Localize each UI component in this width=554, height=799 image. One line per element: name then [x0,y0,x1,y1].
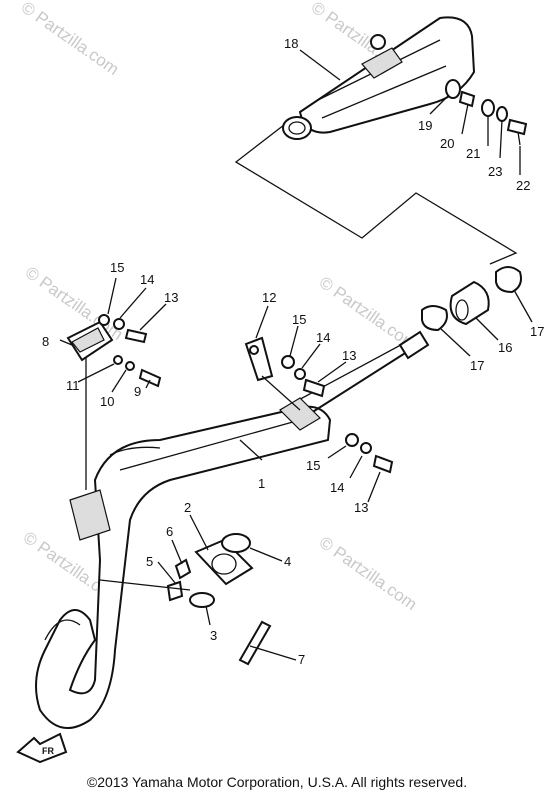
callout-19: 19 [418,118,432,133]
callouts: 18 19 20 21 23 22 15 14 13 8 11 10 9 12 … [42,36,544,667]
callout-12: 12 [262,290,276,305]
callout-15: 15 [306,458,320,473]
callout-1: 1 [258,476,265,491]
callout-21: 21 [466,146,480,161]
silencer-hardware [445,79,528,146]
callout-4: 4 [284,554,291,569]
callout-14: 14 [316,330,330,345]
exhaust-joint [421,266,522,332]
bracket-12 [244,336,326,411]
callout-15: 15 [110,260,124,275]
callout-22: 22 [516,178,530,193]
callout-16: 16 [498,340,512,355]
flange-parts [99,533,272,666]
callout-18: 18 [284,36,298,51]
front-badge-label: FR [42,746,54,756]
copyright-notice: ©2013 Yamaha Motor Corporation, U.S.A. A… [86,774,468,790]
callout-10: 10 [100,394,114,409]
callout-17: 17 [470,358,484,373]
callout-13: 13 [342,348,356,363]
watermark: © Partzilla.com [316,533,421,614]
callout-23: 23 [488,164,502,179]
mount-hardware-lower [345,433,394,474]
exhaust-pipe [35,330,430,729]
callout-20: 20 [440,136,454,151]
callout-13: 13 [164,290,178,305]
callout-14: 14 [330,480,344,495]
bracket-8 [66,314,162,490]
watermark: © Partzilla.com [18,0,123,79]
callout-8: 8 [42,334,49,349]
callout-3: 3 [210,628,217,643]
callout-11: 11 [66,378,80,393]
callout-13: 13 [354,500,368,515]
callout-17: 17 [530,324,544,339]
callout-9: 9 [134,384,141,399]
callout-15: 15 [292,312,306,327]
callout-14: 14 [140,272,154,287]
callout-6: 6 [166,524,173,539]
callout-7: 7 [298,652,305,667]
group-outline [234,117,518,265]
leader-lines [59,49,533,661]
front-direction-badge: FR [16,732,68,764]
silencer [282,16,476,140]
callout-5: 5 [146,554,153,569]
callout-2: 2 [184,500,191,515]
